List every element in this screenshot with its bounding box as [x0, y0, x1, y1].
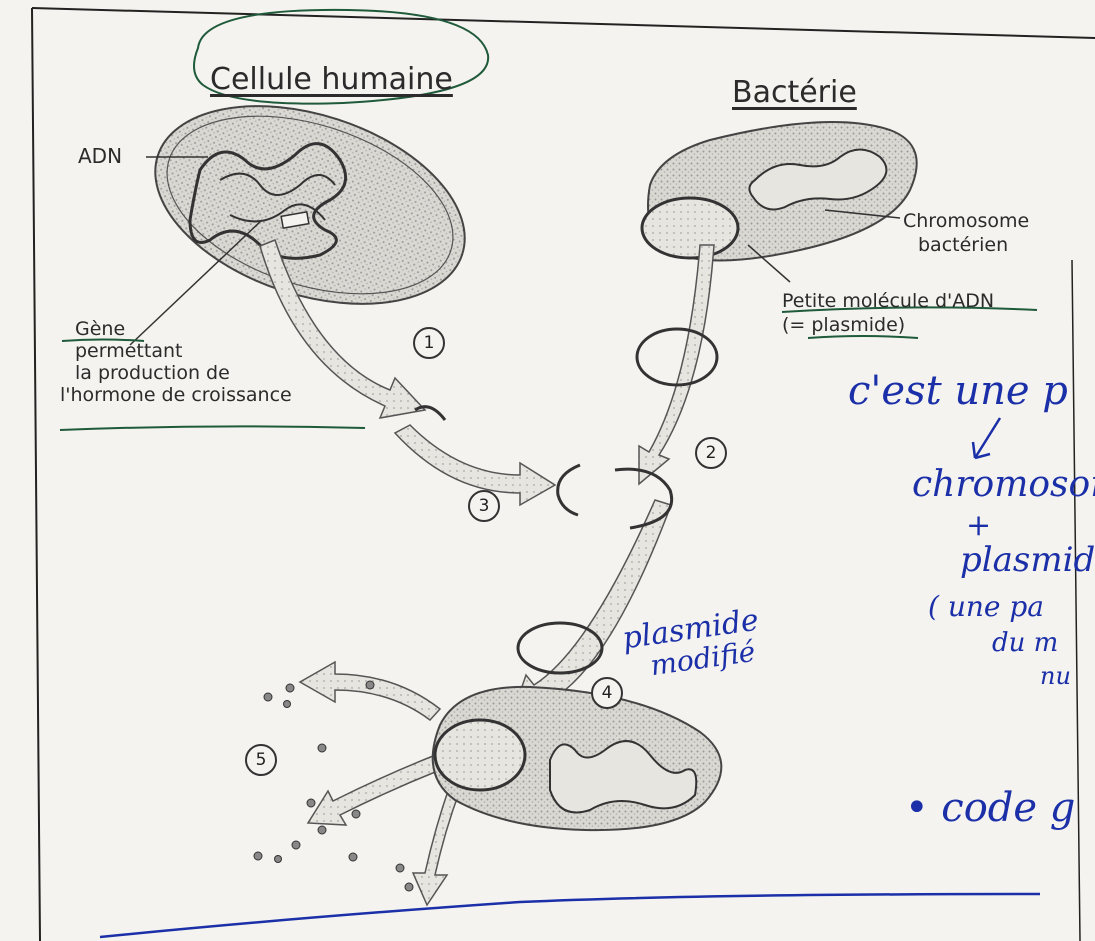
human-cell — [130, 70, 490, 340]
note-line-4: ( une pa — [928, 590, 1044, 623]
bacterium-top — [642, 122, 917, 260]
plasmid-open-left — [558, 465, 580, 515]
step-5-badge: 5 — [245, 744, 277, 776]
label-plasmid-1: Petite molécule d'ADN — [782, 290, 994, 312]
arrow-5b — [308, 756, 440, 825]
step-2-badge: 2 — [695, 437, 727, 469]
gene-fragment — [415, 407, 445, 420]
note-line-5: du m — [992, 628, 1058, 658]
plasmid-ring-upper — [637, 329, 717, 385]
arrow-4 — [514, 500, 671, 710]
title-bacteria: Bactérie — [732, 75, 857, 110]
label-chromosome-2: bactérien — [918, 234, 1008, 256]
title-human-cell: Cellule humaine — [210, 62, 453, 97]
label-gene-1: Gène — [75, 318, 125, 340]
bottom-scribble — [100, 894, 1040, 937]
note-line-3: plasmid — [960, 540, 1095, 580]
arrow-5a — [300, 662, 440, 720]
plasmid-bottom — [435, 720, 525, 790]
note-line-2: chromosom — [912, 464, 1095, 505]
note-plus: + — [966, 508, 991, 543]
plasmid-top — [642, 198, 738, 258]
bacterium-bottom — [433, 687, 722, 830]
step-1-badge: 1 — [413, 327, 445, 359]
label-plasmid-2: (= plasmide) — [782, 314, 905, 336]
label-gene-4: l'hormone de croissance — [60, 384, 292, 406]
note-line-1: c'est une p — [848, 368, 1068, 414]
label-chromosome-1: Chromosome — [903, 210, 1029, 232]
step-3-badge: 3 — [468, 490, 500, 522]
label-adn: ADN — [78, 144, 122, 168]
arrow-5c — [413, 785, 460, 905]
label-gene-3: la production de — [75, 362, 230, 384]
step-4-badge: 4 — [591, 677, 623, 709]
note-line-6: nu — [1040, 662, 1071, 690]
label-gene-2: permettant — [75, 340, 182, 362]
down-arrow-mark — [973, 418, 1000, 458]
note-code: • code g — [905, 785, 1075, 831]
